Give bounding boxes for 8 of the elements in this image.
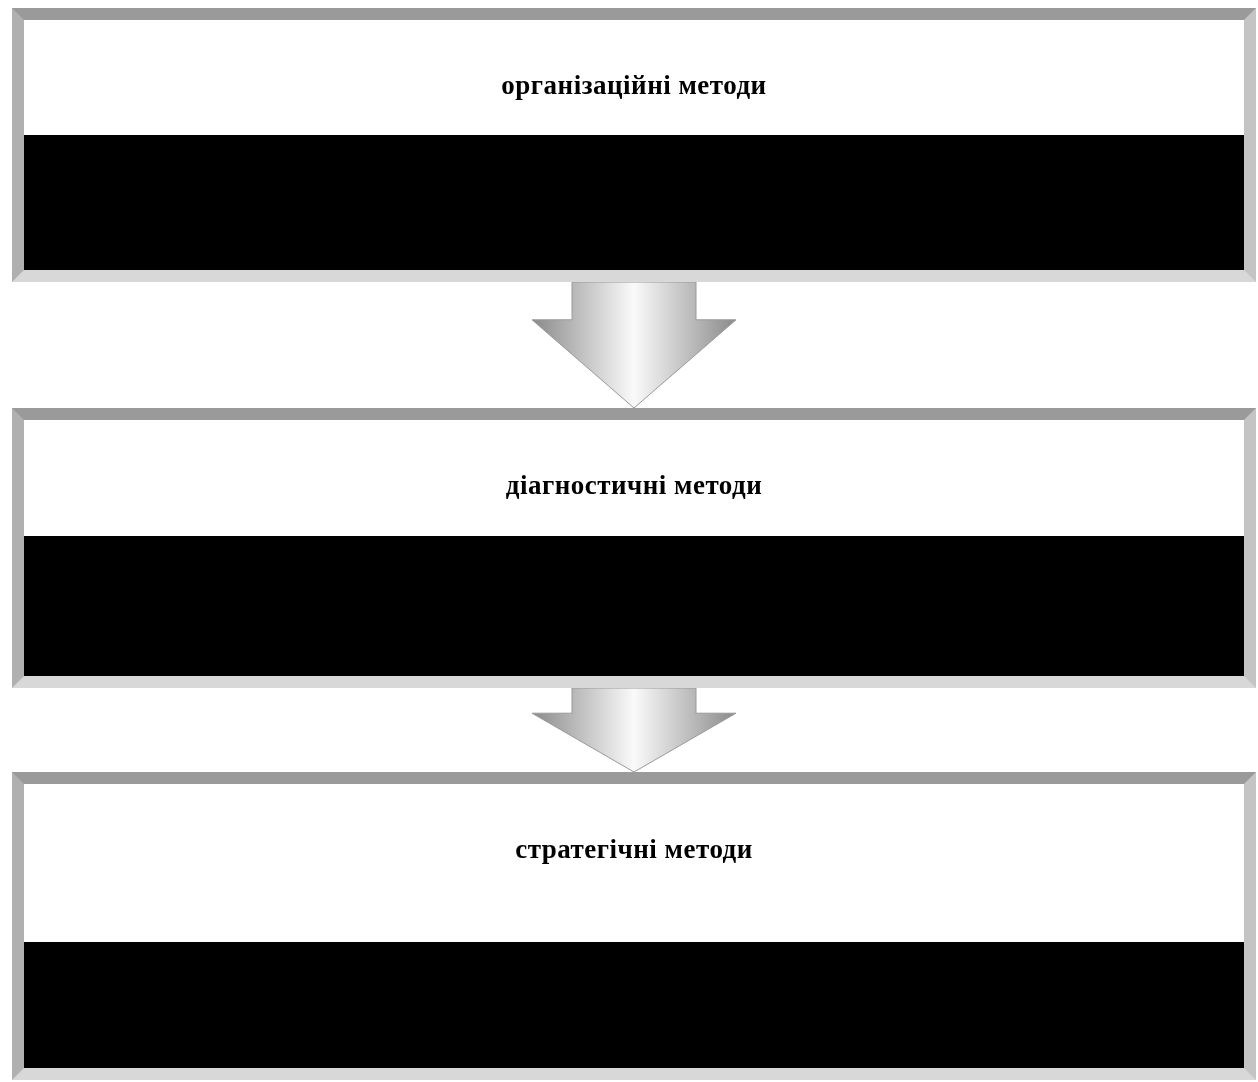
method-box — [12, 8, 1256, 282]
block-arrow — [531, 687, 737, 773]
method-box — [12, 772, 1256, 1080]
box-heading: стратегічні методи — [514, 834, 754, 865]
block-arrow — [531, 281, 737, 409]
method-box — [12, 408, 1256, 688]
box-heading: діагностичні методи — [504, 470, 764, 501]
box-heading: організаційні методи — [500, 70, 768, 101]
